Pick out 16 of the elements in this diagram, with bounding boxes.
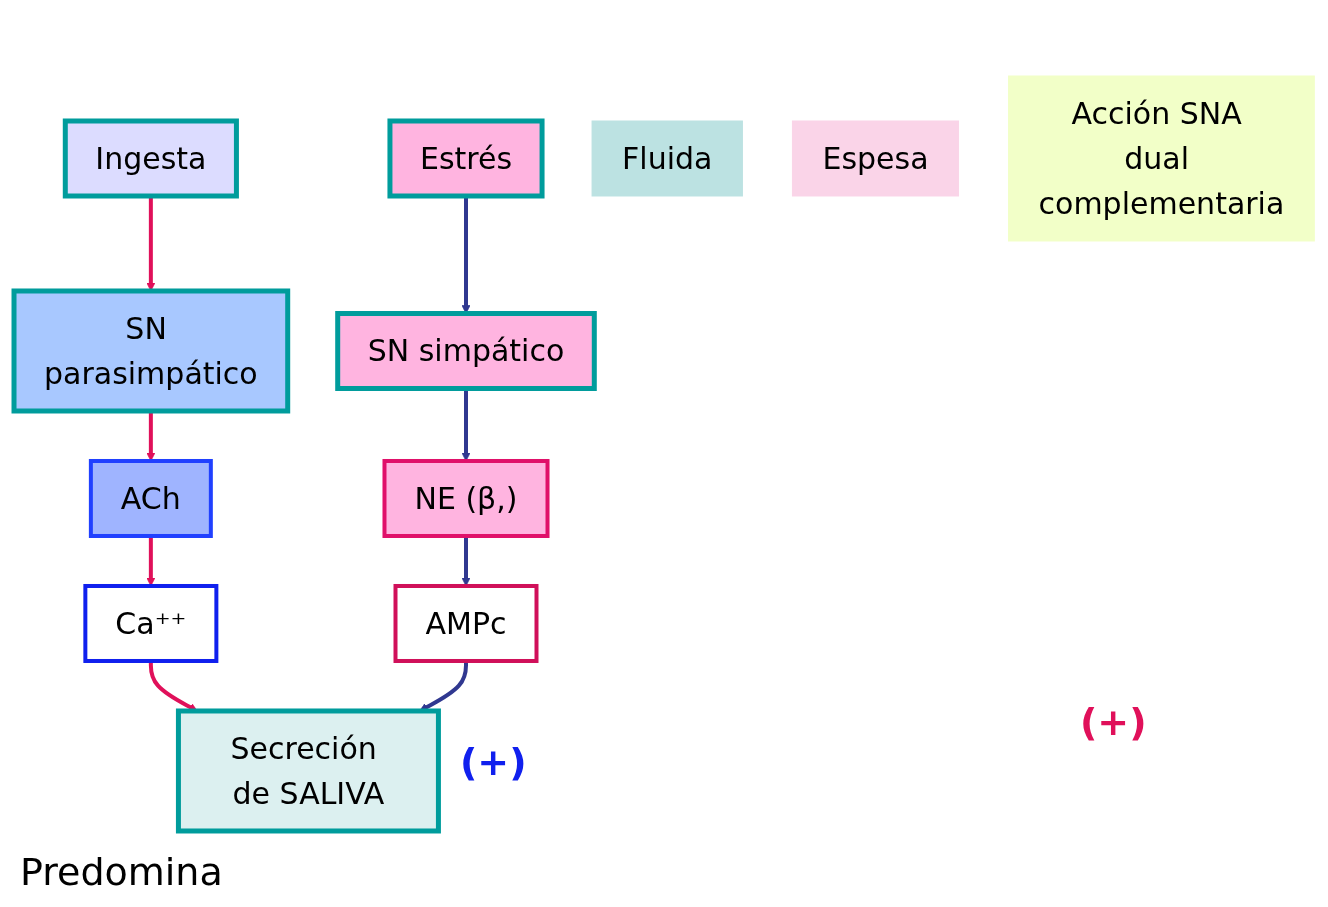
node-box: Espesa [791, 120, 959, 197]
node-box: Fluida [591, 120, 743, 197]
node-box: Secreción de SALIVA [175, 708, 441, 834]
arrow [461, 196, 471, 314]
node-box: ACh [88, 459, 213, 538]
plus-sign: (+) [1080, 700, 1147, 744]
node-box: Estrés [387, 118, 545, 199]
node-box: SN simpático [335, 311, 597, 391]
node-box: Acción SNA dual complementaria [1007, 75, 1315, 242]
node-box: SN parasimpático [11, 288, 291, 414]
note-text: Predomina [20, 850, 223, 894]
node-box: Ingesta [62, 118, 239, 199]
node-box: AMPc [393, 584, 539, 663]
node-box: NE (β,) [382, 459, 550, 538]
plus-sign: (+) [460, 740, 527, 784]
node-box: Ca⁺⁺ [83, 584, 219, 663]
